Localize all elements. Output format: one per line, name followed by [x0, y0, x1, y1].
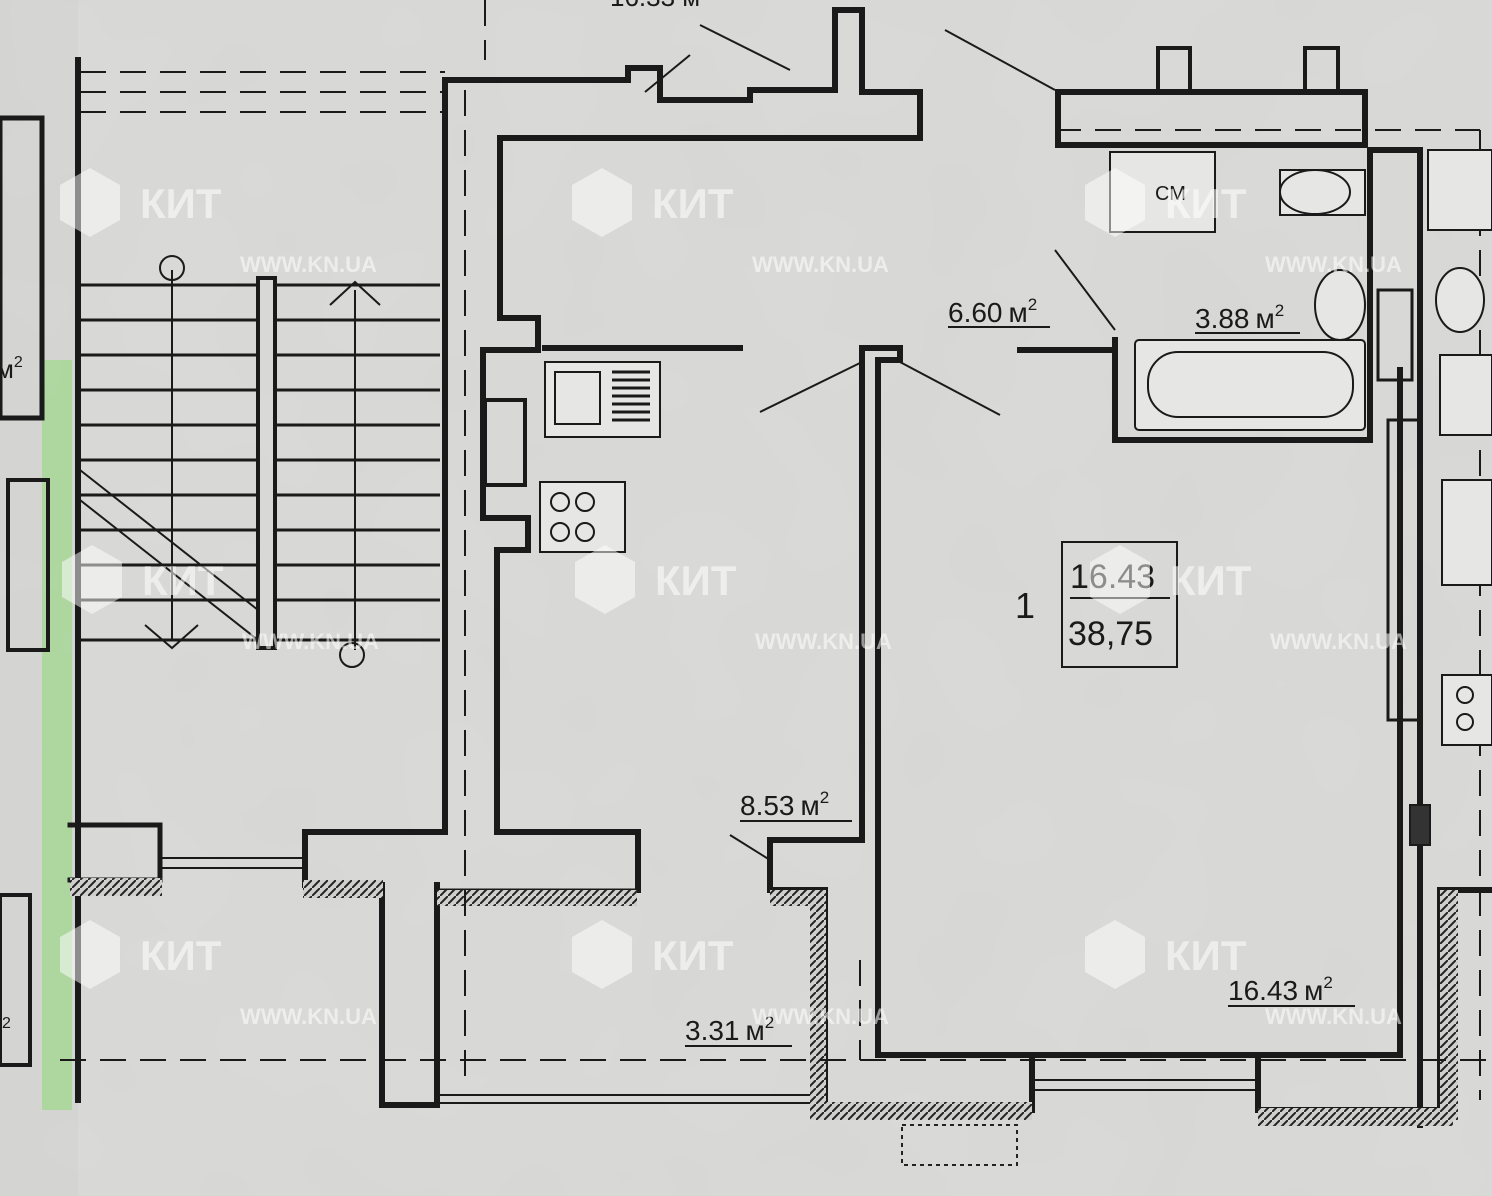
- kitchen-fixtures: [483, 361, 661, 553]
- toilet-bowl: [1279, 169, 1351, 215]
- washer-label: СМ: [1155, 183, 1186, 205]
- top-right-wall: [1055, 89, 1368, 148]
- svg-text:WWW.KN.UA: WWW.KN.UA: [240, 252, 377, 277]
- staircase: [79, 255, 440, 668]
- watermark: КИТ WWW.KN.UA: [60, 168, 377, 277]
- svg-text:WWW.KN.UA: WWW.KN.UA: [755, 629, 892, 654]
- right-wall: [1367, 147, 1423, 1128]
- neighbour-fixtures: [1409, 149, 1492, 846]
- watermarks: КИТ WWW.KN.UA КИТ WWW.KN.UA КИТ WWW.KN.U…: [60, 168, 1407, 1029]
- hatched-wall: [1440, 890, 1458, 1120]
- watermark: КИТ WWW.KN.UA: [572, 168, 889, 277]
- watermark: КИТ WWW.KN.UA: [1085, 920, 1402, 1029]
- left-partial-area-label: м2: [0, 354, 23, 384]
- shaft: [1386, 418, 1422, 722]
- wall-stub: [1156, 46, 1192, 94]
- hatched-wall: [810, 1102, 1032, 1120]
- svg-text:КИТ: КИТ: [655, 557, 737, 604]
- hatched-wall: [1258, 1108, 1453, 1126]
- watermark: КИТ WWW.KN.UA: [1090, 545, 1407, 654]
- svg-text:КИТ: КИТ: [1170, 557, 1252, 604]
- bathtub-inner: [1147, 351, 1354, 418]
- kitchen-outer-wall: [442, 7, 923, 893]
- bathroom-wall: [1112, 147, 1373, 443]
- svg-text:WWW.KN.UA: WWW.KN.UA: [752, 252, 889, 277]
- apartment-total-area: 38,75: [1068, 615, 1153, 653]
- apartment-number: 1: [1015, 585, 1035, 626]
- walls: [0, 7, 1492, 1128]
- hatched-wall: [810, 890, 826, 1110]
- left-neighbour-cell: [0, 115, 45, 421]
- svg-text:WWW.KN.UA: WWW.KN.UA: [752, 1004, 889, 1029]
- kitchen-right-wall: [767, 345, 865, 893]
- svg-text:КИТ: КИТ: [652, 932, 734, 979]
- svg-text:КИТ: КИТ: [140, 932, 222, 979]
- top-partial-label: 16.33 м: [610, 0, 700, 12]
- watermark: КИТ WWW.KN.UA: [575, 545, 892, 654]
- shaft: [1376, 288, 1414, 382]
- svg-text:WWW.KN.UA: WWW.KN.UA: [242, 629, 379, 654]
- svg-text:WWW.KN.UA: WWW.KN.UA: [240, 1004, 377, 1029]
- fridge-niche: [483, 398, 527, 487]
- left-neighbour-cell: [6, 478, 50, 652]
- watermark: КИТ WWW.KN.UA: [62, 545, 379, 654]
- watermark: КИТ WWW.KN.UA: [572, 920, 889, 1029]
- bathroom-fixtures: [1109, 151, 1366, 431]
- svg-text:WWW.KN.UA: WWW.KN.UA: [1265, 1004, 1402, 1029]
- svg-text:КИТ: КИТ: [652, 180, 734, 227]
- svg-text:WWW.KN.UA: WWW.KN.UA: [1270, 629, 1407, 654]
- hatched-wall: [70, 878, 162, 896]
- svg-text:КИТ: КИТ: [1165, 180, 1247, 227]
- svg-text:КИТ: КИТ: [1165, 932, 1247, 979]
- washbasin: [1314, 269, 1366, 341]
- living-wall: [859, 345, 1403, 1058]
- dashed-box: [901, 1124, 1018, 1166]
- wall-stub: [1303, 46, 1340, 94]
- watermark: КИТ WWW.KN.UA: [1085, 168, 1402, 277]
- door-swings: [644, 24, 1116, 861]
- watermark: КИТ WWW.KN.UA: [60, 920, 377, 1029]
- svg-text:КИТ: КИТ: [142, 557, 224, 604]
- left-neighbour-cell: [0, 893, 32, 1067]
- left-partial-sup: 2: [2, 1015, 11, 1032]
- hatched-wall: [437, 890, 637, 906]
- hatched-wall: [303, 880, 383, 898]
- sink-basin: [554, 371, 601, 425]
- svg-text:WWW.KN.UA: WWW.KN.UA: [1265, 252, 1402, 277]
- svg-text:КИТ: КИТ: [140, 180, 222, 227]
- apartment-area-box: [1061, 541, 1178, 668]
